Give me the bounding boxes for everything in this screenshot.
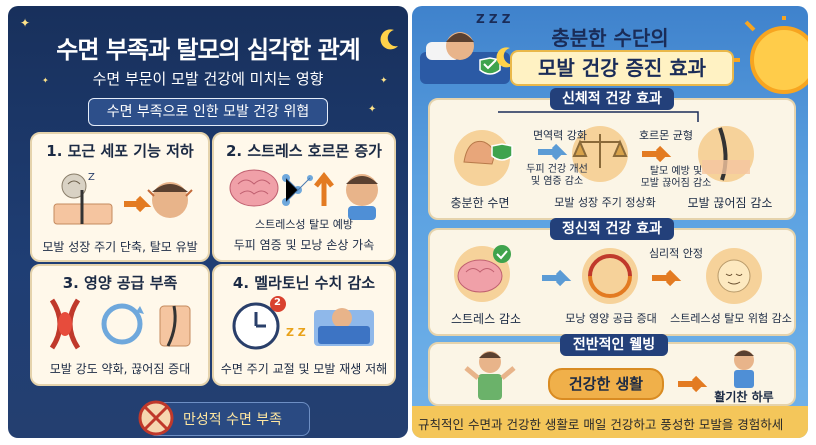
brain-icon <box>229 169 378 220</box>
card-title: 3. 영양 공급 부족 <box>62 274 178 292</box>
effect-label: 호르몬 균형 <box>638 129 694 142</box>
page-title: 충분한 수단의 <box>551 26 669 50</box>
right-panel: Z Z Z 충분한 수단의 모발 건강 증진 효과 <box>412 6 808 438</box>
card-root-cell: 1. 모근 세포 기능 저하 Z 모발 성장 주기 단축, 탈모 유발 <box>30 132 210 262</box>
mental-illustrations <box>454 245 762 304</box>
card-stress-hormone: 2. 스트레스 호르몬 증가 스트레스성 탈모 예방 두피 염증 및 모낭 손상… <box>212 132 396 262</box>
effect-label: 면역력 강화 <box>532 129 588 142</box>
blood-vessel-icon <box>49 298 191 350</box>
title-part: 과 <box>147 36 177 64</box>
card-melatonin: 4. 멜라토닌 수치 감소 2 Z Z 수면 주기 교절 및 모발 재생 저해 <box>212 264 396 386</box>
panel-tag: 전반적인 웰빙 <box>560 334 668 356</box>
hair-follicle-icon: Z <box>53 172 193 225</box>
card-caption: 모발 성장 주기 단축, 탈모 유발 <box>42 240 198 254</box>
title-highlight: 탈모 <box>176 36 219 64</box>
card-caption: 모발 강도 약화, 끊어짐 증대 <box>49 362 191 376</box>
page-title-box: 모발 건강 증진 효과 <box>510 50 734 86</box>
moon-icon <box>496 47 514 68</box>
card-caption: 스트레스성 탈모 예방 <box>254 218 354 231</box>
title-part: 수면 <box>56 36 106 64</box>
effect-caption: 활기찬 하루 <box>714 390 774 404</box>
wellbeing-illustrations <box>464 350 754 400</box>
footer: 규칙적인 수면과 건강한 생활로 매일 건강하고 풍성한 모발을 경험하세 <box>412 406 808 438</box>
healthy-life-pill: 건강한 생활 <box>548 368 664 400</box>
section-banner: 수면 부족으로 인한 모발 건강 위협 <box>88 98 328 126</box>
subtitle: 수면 부문이 모발 건강에 미치는 영향 <box>92 70 324 88</box>
sleep-zz: Z Z <box>286 326 306 339</box>
no-sleep-icon <box>138 400 174 436</box>
badge-number: 2 <box>274 297 281 308</box>
title-highlight: 부족 <box>105 36 149 64</box>
mental-effect-panel: 정신적 건강 효과 심리적 안정 스트레스 감소 모낭 영양 공급 증대 스트레… <box>428 218 796 336</box>
physical-illustrations <box>454 111 754 186</box>
card-title: 4. 멜라토닌 수치 감소 <box>232 274 376 292</box>
effect-caption: 모발 끊어짐 감소 <box>687 196 773 210</box>
sleep-zz: Z Z Z <box>476 12 511 26</box>
star-icon: ✦ <box>42 76 49 85</box>
footer-text: 규칙적인 수면과 건강한 생활로 매일 건강하고 풍성한 모발을 경험하세 <box>418 417 784 432</box>
effect-label: 두피 건강 개선 및 염증 감소 <box>526 164 588 187</box>
card-nutrition: 3. 영양 공급 부족 모발 강도 약화, 끊어짐 증대 <box>30 264 210 386</box>
title-part: 의 심각한 관계 <box>218 36 361 64</box>
star-icon: ✦ <box>380 76 388 86</box>
pill-label: 만성적 수면 부족 <box>183 412 283 428</box>
effect-caption: 모낭 영양 공급 증대 <box>565 312 657 325</box>
effect-caption: 스트레스성 탈모 위험 감소 <box>670 312 792 325</box>
moon-icon <box>380 29 398 50</box>
svg-text:Z: Z <box>88 172 95 183</box>
page-title: 수면 부족과 탈모의 심각한 관계 <box>28 30 388 65</box>
effect-caption: 스트레스 감소 <box>450 312 522 326</box>
panel-tag: 신체적 건강 효과 <box>550 88 674 110</box>
effect-label: 심리적 안정 <box>648 247 704 260</box>
panel-tag: 정신적 건강 효과 <box>550 218 674 240</box>
card-caption: 두피 염증 및 모낭 손상 가속 <box>233 238 375 252</box>
left-panel: ✦ ✦ ✦ ✦ 수면 부족과 탈모의 심각한 관계 수면 부문이 모발 건강에 … <box>8 6 408 438</box>
star-icon: ✦ <box>20 16 31 30</box>
card-title: 2. 스트레스 호르몬 증가 <box>225 142 382 160</box>
clock-icon <box>232 296 374 350</box>
physical-effect-panel: 신체적 건강 효과 면역력 강화 두피 건강 개선 및 염증 감소 호르몬 균형… <box>428 88 796 220</box>
effect-caption: 충분한 수면 <box>450 196 510 210</box>
star-icon: ✦ <box>368 104 377 115</box>
sleeping-person-icon <box>420 32 510 84</box>
effect-label: 탈모 예방 및 모발 끊어짐 감소 <box>640 166 712 189</box>
effect-caption: 모발 성장 주기 정상화 <box>554 196 656 209</box>
card-caption: 수면 주기 교절 및 모발 재생 저해 <box>220 362 388 376</box>
chronic-sleep-deprivation-badge: 만성적 수면 부족 <box>138 400 310 436</box>
card-title: 1. 모근 세포 기능 저하 <box>46 142 194 160</box>
